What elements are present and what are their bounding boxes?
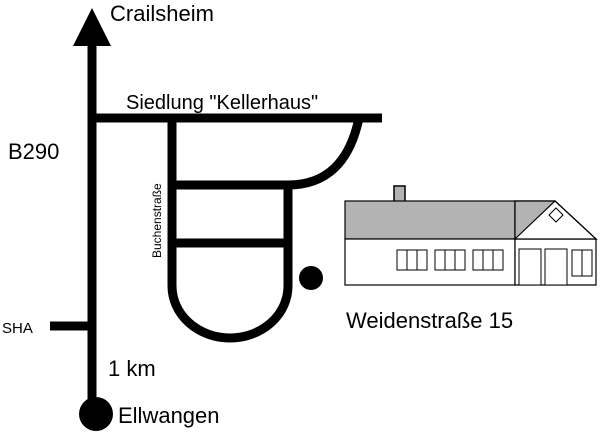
- main-road: [73, 8, 111, 410]
- label-highway: B290: [8, 139, 59, 164]
- label-side-road: SHA: [2, 320, 33, 337]
- label-settlement: Siedlung "Kellerhaus": [126, 92, 318, 114]
- label-north-city: Crailsheim: [110, 1, 214, 26]
- buchenstrasse-road: [167, 118, 293, 343]
- destination-marker-icon: [299, 266, 323, 290]
- house-icon: [344, 185, 598, 286]
- arrow-up-icon: [73, 8, 111, 46]
- label-street: Buchenstraße: [150, 183, 164, 258]
- label-address: Weidenstraße 15: [346, 308, 513, 333]
- label-distance: 1 km: [108, 356, 156, 381]
- curved-road: [287, 117, 364, 190]
- label-south-city: Ellwangen: [118, 403, 220, 428]
- town-marker-icon: [79, 397, 113, 431]
